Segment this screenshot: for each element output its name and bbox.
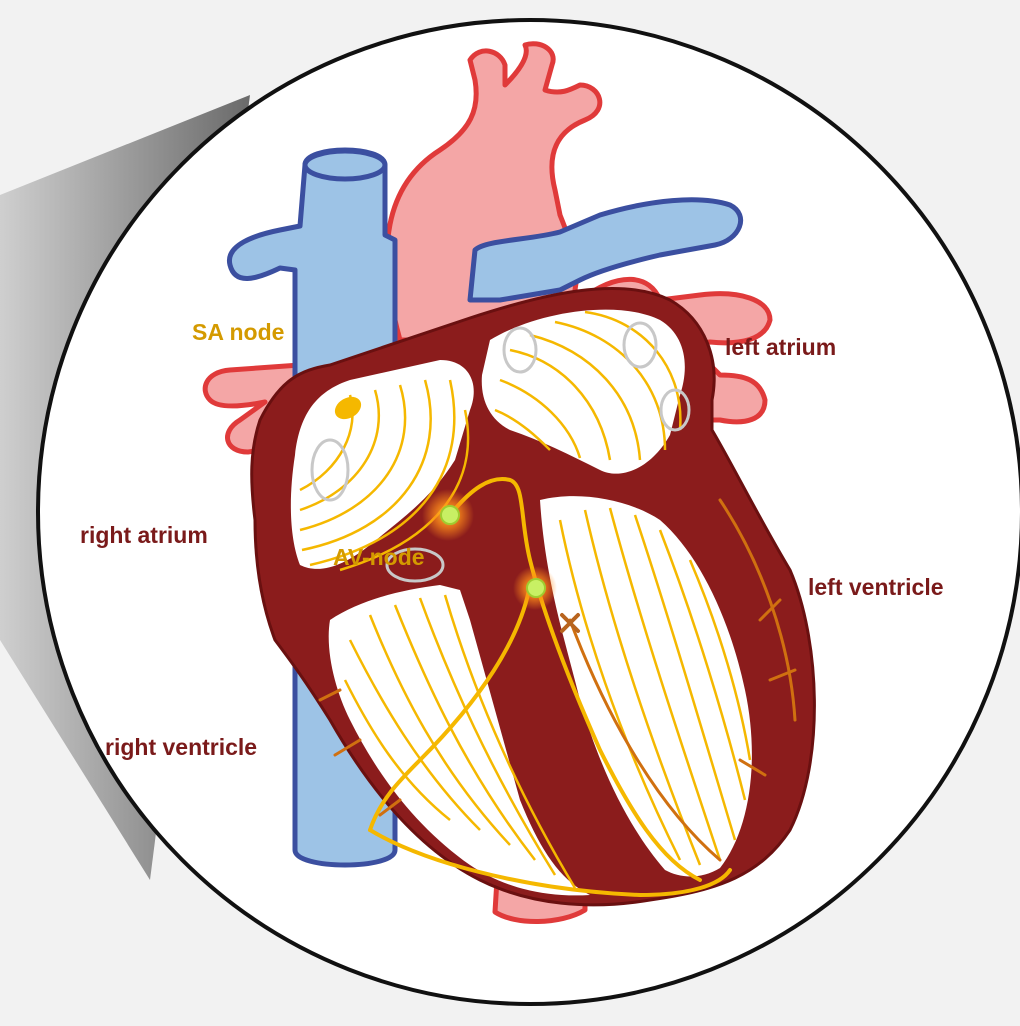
vena-cava-opening	[305, 151, 385, 179]
label-left-atrium: left atrium	[725, 334, 836, 360]
label-av-node: AV-node	[333, 544, 425, 570]
bundle-of-his-dot	[527, 579, 545, 597]
label-sa-node: SA node	[192, 319, 284, 345]
label-right-atrium: right atrium	[80, 522, 208, 548]
label-left-ventricle: left ventricle	[808, 574, 944, 600]
label-right-ventricle: right ventricle	[105, 734, 257, 760]
av-node-dot	[441, 506, 459, 524]
